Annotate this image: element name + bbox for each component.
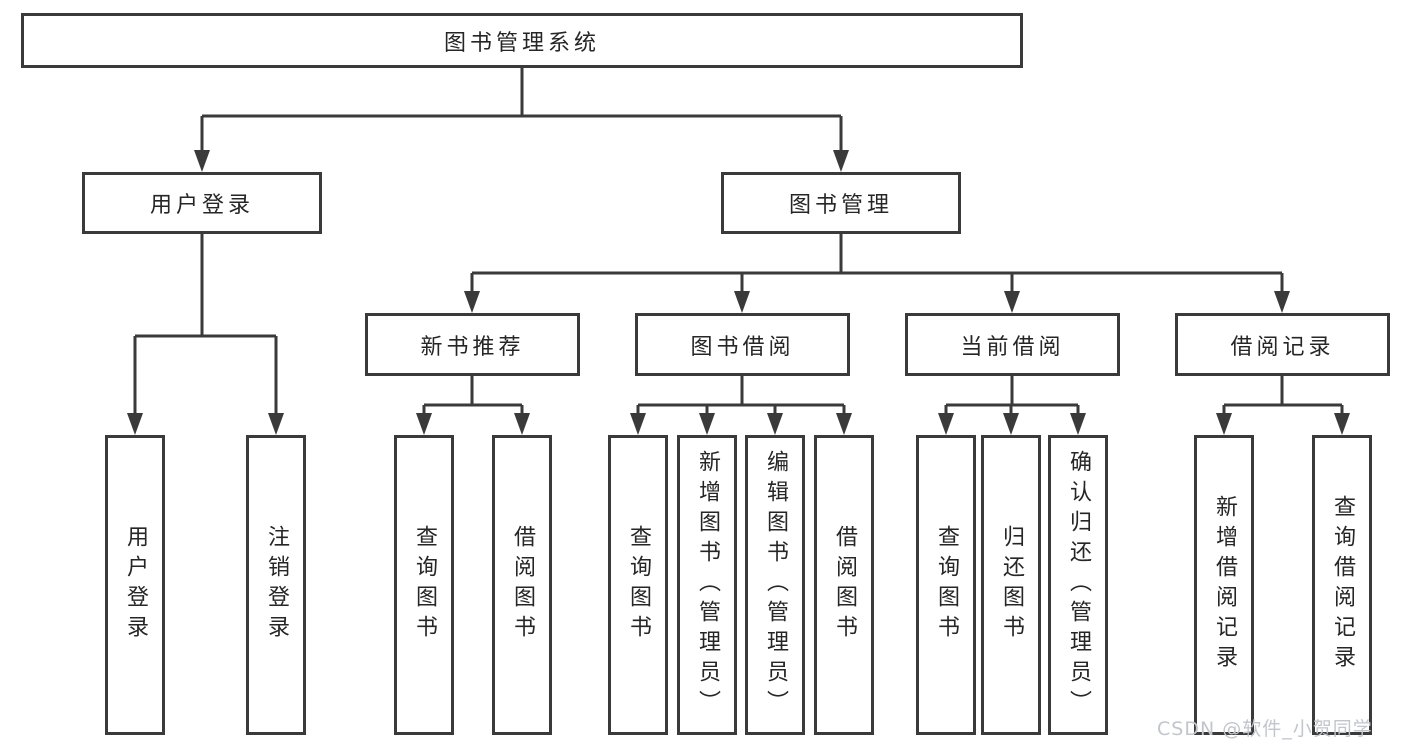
csdn-watermark: CSDN @软件_小贺同学 bbox=[1157, 718, 1373, 740]
leaf-add-borrow-record: 新增借阅记录 bbox=[1194, 435, 1254, 735]
leaf-user-login: 用户登录 bbox=[105, 435, 165, 735]
node-root-system: 图书管理系统 bbox=[21, 13, 1023, 68]
node-current-borrow: 当前借阅 bbox=[905, 313, 1120, 376]
node-borrow-records: 借阅记录 bbox=[1175, 313, 1390, 376]
leaf-query-book-recommend: 查询图书 bbox=[394, 435, 454, 735]
leaf-confirm-return-admin: 确认归还（管理员） bbox=[1048, 435, 1108, 735]
leaf-query-borrow-record: 查询借阅记录 bbox=[1312, 435, 1372, 735]
leaf-borrow-book-recommend: 借阅图书 bbox=[492, 435, 552, 735]
leaf-borrow-book: 借阅图书 bbox=[814, 435, 874, 735]
node-book-borrow: 图书借阅 bbox=[635, 313, 850, 376]
leaf-query-book-borrow: 查询图书 bbox=[608, 435, 668, 735]
node-book-management: 图书管理 bbox=[721, 172, 961, 234]
leaf-edit-book-admin: 编辑图书（管理员） bbox=[745, 435, 805, 735]
node-user-login: 用户登录 bbox=[82, 172, 322, 234]
arrowheads bbox=[127, 150, 1350, 435]
leaf-logout: 注销登录 bbox=[246, 435, 306, 735]
leaf-query-book-current: 查询图书 bbox=[916, 435, 976, 735]
leaf-add-book-admin: 新增图书（管理员） bbox=[677, 435, 737, 735]
node-new-book-recommend: 新书推荐 bbox=[365, 313, 580, 376]
leaf-return-book: 归还图书 bbox=[981, 435, 1041, 735]
